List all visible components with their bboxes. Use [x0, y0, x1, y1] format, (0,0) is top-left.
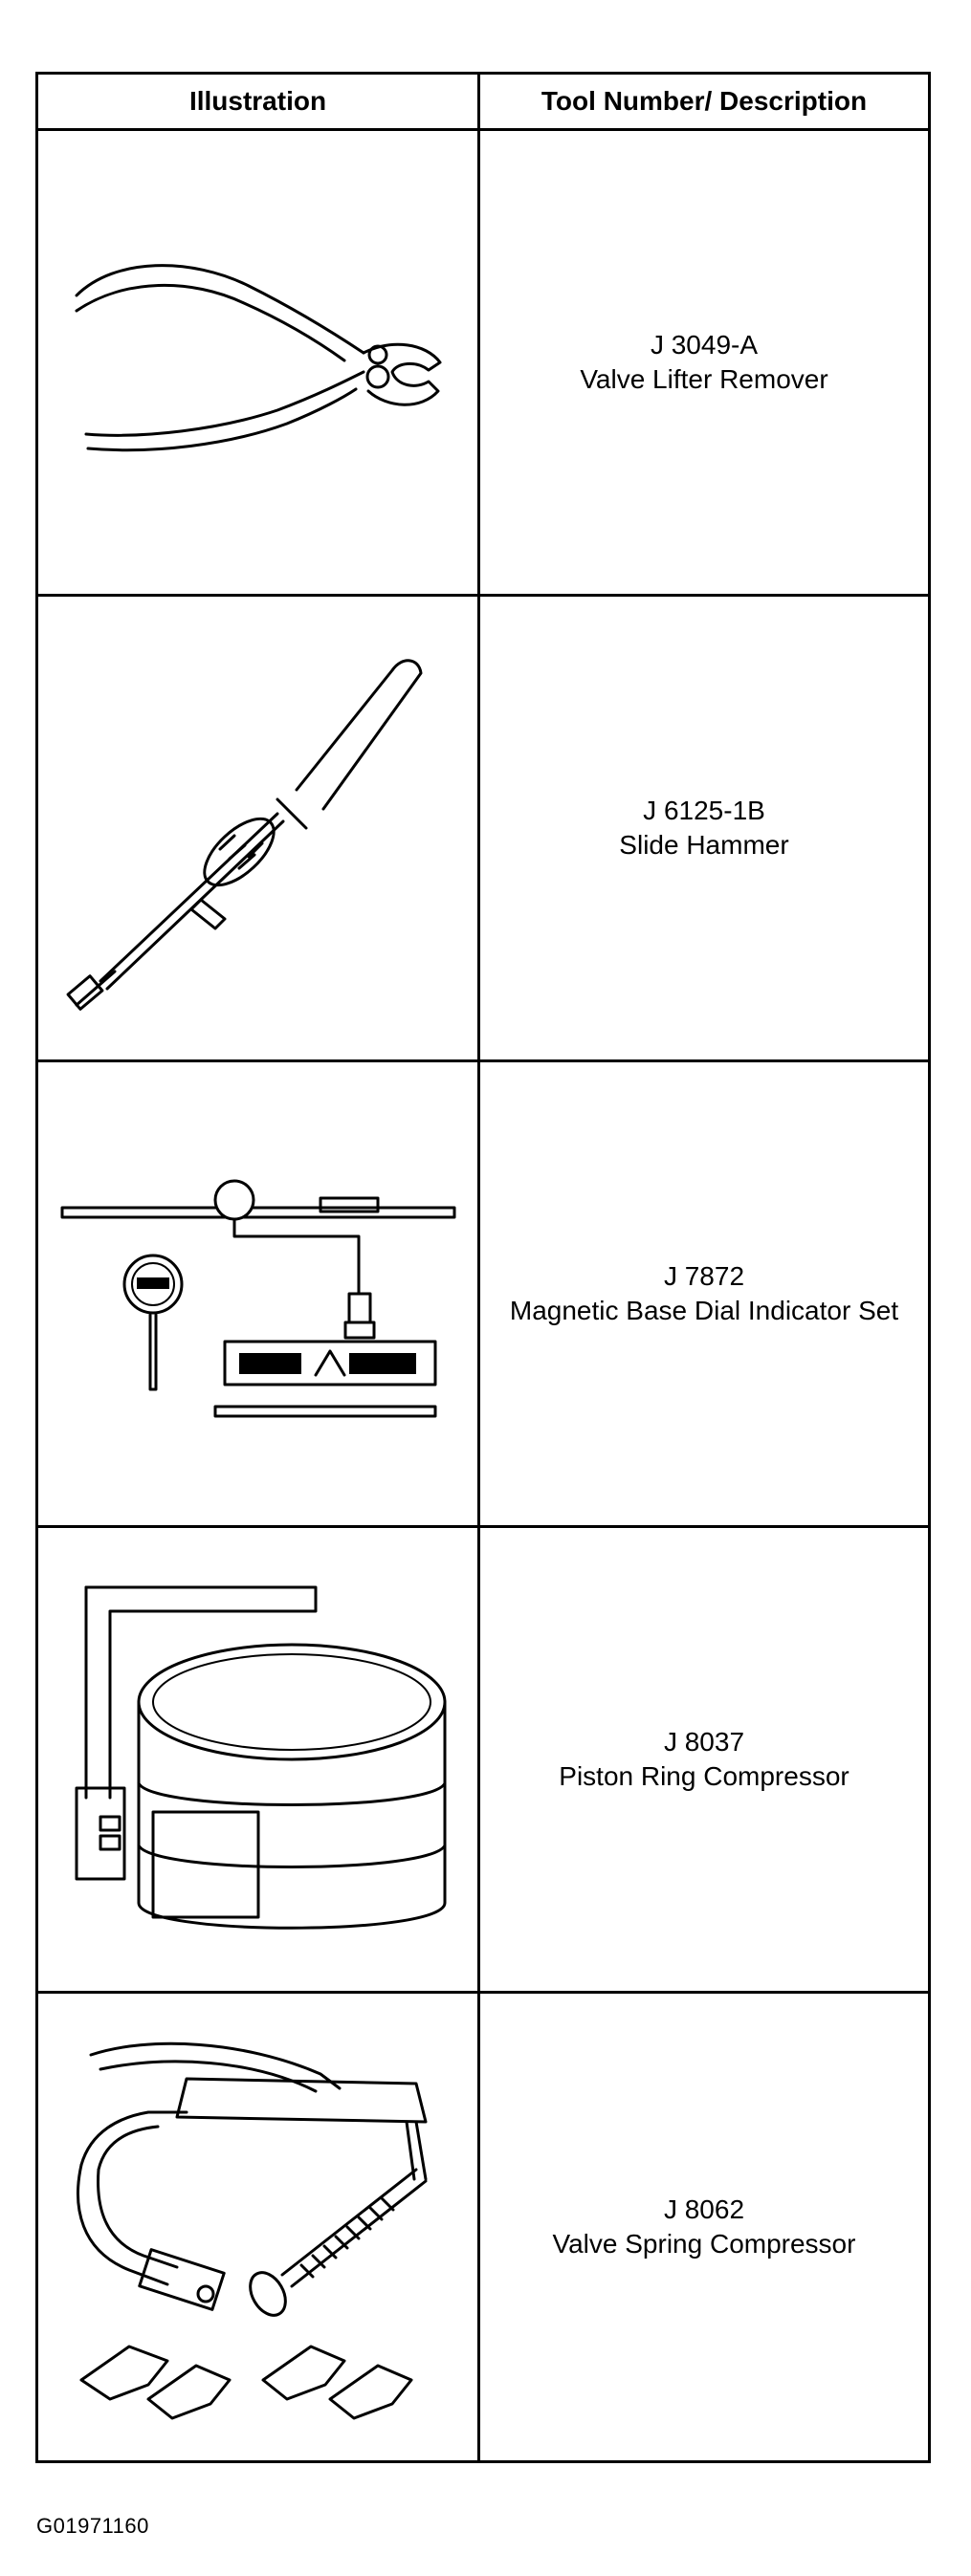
description-cell: J 7872 Magnetic Base Dial Indicator Set — [477, 1059, 931, 1528]
description-cell: J 6125-1B Slide Hammer — [477, 594, 931, 1062]
illustration-cell — [35, 594, 480, 1062]
table-row: J 3049-A Valve Lifter Remover — [35, 128, 931, 597]
tool-name: Valve Spring Compressor — [552, 2229, 856, 2259]
illustration-cell — [35, 1059, 480, 1528]
description-cell: J 3049-A Valve Lifter Remover — [477, 128, 931, 597]
illustration-cell — [35, 1525, 480, 1994]
description-cell: J 8037 Piston Ring Compressor — [477, 1525, 931, 1994]
tool-number: J 7872 — [663, 1261, 745, 1291]
table-row: J 8037 Piston Ring Compressor — [35, 1525, 931, 1994]
tool-name: Slide Hammer — [619, 830, 789, 860]
table-row: J 8062 Valve Spring Compressor — [35, 1991, 931, 2463]
header-description: Tool Number/ Description — [477, 72, 931, 131]
pliers-icon — [75, 264, 441, 452]
tool-name: Valve Lifter Remover — [580, 364, 828, 394]
header-row: Illustration Tool Number/ Description — [35, 72, 931, 131]
ring-compressor-icon — [75, 1585, 446, 1930]
tool-number: J 8062 — [663, 2194, 745, 2224]
table-row: J 6125-1B Slide Hammer — [35, 594, 931, 1062]
tool-number: J 6125-1B — [643, 796, 765, 825]
tool-number: J 3049-A — [650, 330, 759, 360]
dial-indicator-icon — [60, 1179, 455, 1418]
description-cell: J 8062 Valve Spring Compressor — [477, 1991, 931, 2463]
header-illustration: Illustration — [35, 72, 480, 131]
slide-hammer-icon — [66, 659, 422, 1011]
tool-table: Illustration Tool Number/ Description J … — [35, 72, 931, 2463]
tool-number: J 8037 — [663, 1727, 745, 1757]
figure-id: G01971160 — [36, 2514, 149, 2538]
illustration-cell — [35, 1991, 480, 2463]
tool-name: Magnetic Base Dial Indicator Set — [509, 1296, 899, 1325]
tool-name: Piston Ring Compressor — [559, 1761, 850, 1791]
spring-compressor-icon — [76, 2041, 427, 2420]
illustration-cell — [35, 128, 480, 597]
table-row: J 7872 Magnetic Base Dial Indicator Set — [35, 1059, 931, 1528]
